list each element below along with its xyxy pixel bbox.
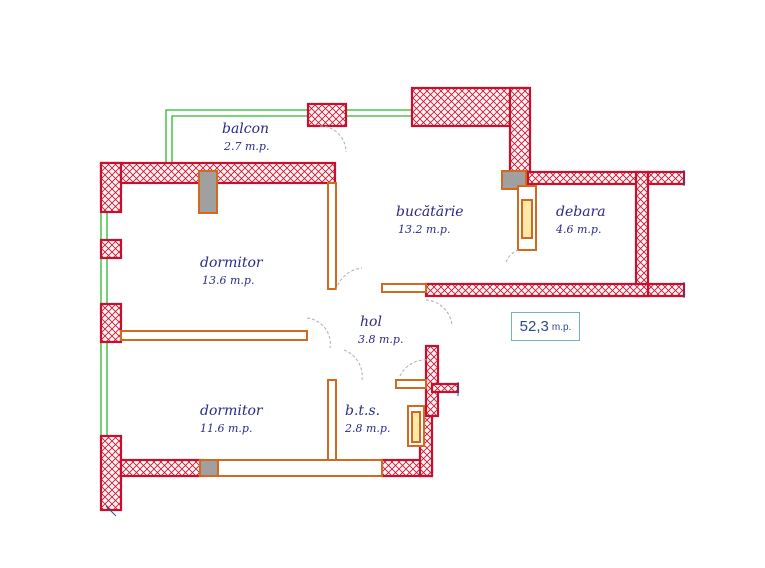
svg-text:debara: debara: [556, 204, 606, 220]
svg-text:11.6 m.p.: 11.6 m.p.: [200, 422, 252, 435]
svg-text:13.2 m.p.: 13.2 m.p.: [398, 223, 450, 236]
cut-marks: [105, 170, 685, 517]
room-label-dormitor-2: dormitor 11.6 m.p.: [200, 403, 264, 435]
svg-text:balcon: balcon: [222, 121, 269, 137]
svg-text:13.6 m.p.: 13.6 m.p.: [202, 274, 254, 287]
columns: [198, 170, 527, 477]
room-label-balcon: balcon 2.7 m.p.: [222, 121, 269, 153]
svg-text:b.t.s.: b.t.s.: [345, 403, 380, 419]
svg-text:bucătărie: bucătărie: [396, 204, 464, 220]
exterior-walls: [99, 86, 686, 512]
svg-text:hol: hol: [360, 314, 382, 330]
door-swings: [306, 125, 519, 381]
room-label-bucatarie: bucătărie 13.2 m.p.: [396, 204, 464, 236]
total-area-value: 52,3: [519, 318, 549, 335]
built-in-units: [407, 185, 537, 447]
svg-text:dormitor: dormitor: [200, 403, 264, 419]
svg-text:2.7 m.p.: 2.7 m.p.: [223, 140, 269, 153]
room-label-hol: hol 3.8 m.p.: [358, 314, 403, 346]
svg-text:dormitor: dormitor: [200, 255, 264, 271]
svg-text:4.6 m.p.: 4.6 m.p.: [555, 223, 601, 236]
glazing: [100, 109, 412, 436]
svg-text:3.8 m.p.: 3.8 m.p.: [358, 333, 403, 346]
room-label-bts: b.t.s. 2.8 m.p.: [344, 403, 390, 435]
total-area-unit: m.p.: [551, 322, 572, 333]
svg-text:2.8 m.p.: 2.8 m.p.: [344, 422, 390, 435]
total-area-box: 52,3 m.p.: [511, 312, 580, 341]
room-label-debara: debara 4.6 m.p.: [555, 204, 606, 236]
room-label-dormitor-1: dormitor 13.6 m.p.: [200, 255, 264, 287]
